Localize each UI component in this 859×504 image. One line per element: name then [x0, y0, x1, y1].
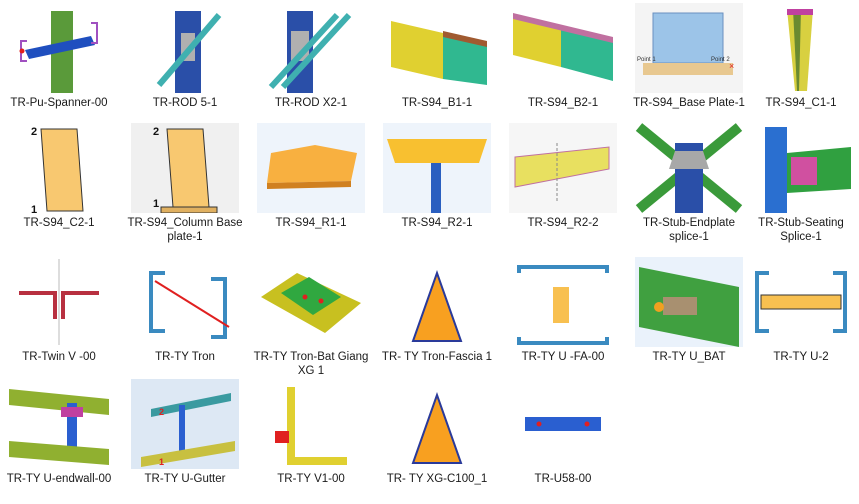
point1-label: Point 1: [637, 57, 656, 63]
thumbnail-item[interactable]: 2 1 TR-TY U-Gutter: [126, 376, 244, 504]
rafter-r2-icon: [383, 123, 491, 213]
thumbnail-item[interactable]: Point 1 Point 2 × TR-S94_Base Plate-1: [630, 0, 748, 128]
beam-b2-icon: [509, 3, 617, 93]
thumbnail-item[interactable]: TR-ROD 5-1: [126, 0, 244, 128]
thumbnail-item[interactable]: TR-S94_R2-1: [378, 120, 496, 248]
thumbnail-item[interactable]: TR-S94_B1-1: [378, 0, 496, 128]
item-label: TR- TY XG-C100_1: [386, 473, 488, 485]
item-label: TR-Twin V -00: [22, 351, 96, 363]
thumbnail-item[interactable]: TR-S94_R1-1: [252, 120, 370, 248]
xg-c100-icon: [383, 379, 491, 469]
item-label: TR-TY V1-00: [277, 473, 345, 485]
rod-icon: [131, 3, 239, 93]
item-label: TR-TY U-endwall-00: [6, 473, 112, 485]
rafter-r1-icon: [257, 123, 365, 213]
column-c1-icon: [747, 3, 855, 93]
thumbnail-item[interactable]: TR-TY U-2: [742, 254, 859, 382]
thumbnail-item[interactable]: TR-Stub-Seating Splice-1: [742, 120, 859, 248]
thumbnail-item[interactable]: 2 1 TR-S94_Column Base plate-1: [126, 120, 244, 248]
item-label: TR-TY U-2: [773, 351, 829, 363]
thumbnail-item[interactable]: TR-Pu-Spanner-00: [0, 0, 118, 128]
rafter-r2-2-icon: [509, 123, 617, 213]
item-label: TR-S94_B2-1: [527, 97, 599, 109]
ty-tron-bat-icon: [257, 257, 365, 347]
thumbnail-item[interactable]: TR-TY U_BAT: [630, 254, 748, 382]
item-label: TR-S94_R2-1: [401, 217, 473, 229]
item-label: TR-U58-00: [534, 473, 592, 485]
stub-seating-icon: [747, 123, 855, 213]
svg-text:2: 2: [153, 126, 159, 138]
ty-u-bat-icon: [635, 257, 743, 347]
item-label: TR-TY U-Gutter: [144, 473, 226, 485]
svg-text:2: 2: [159, 407, 164, 417]
thumbnail-item[interactable]: TR-ROD X2-1: [252, 0, 370, 128]
thumbnail-item[interactable]: TR-S94_B2-1: [504, 0, 622, 128]
svg-text:×: ×: [729, 61, 734, 71]
tron-fascia-icon: [383, 257, 491, 347]
point2-label: Point 2: [711, 57, 730, 63]
ty-tron-icon: [131, 257, 239, 347]
item-label: TR-TY U -FA-00: [521, 351, 605, 363]
ty-u-fa-icon: [509, 257, 617, 347]
thumbnail-item[interactable]: TR-TY Tron: [126, 254, 244, 382]
item-label: TR-S94_B1-1: [401, 97, 473, 109]
svg-text:1: 1: [159, 457, 164, 467]
thumbnail-item[interactable]: TR-S94_C1-1: [742, 0, 859, 128]
column-c2-icon: 2 1: [5, 123, 113, 213]
item-label: TR-S94_C2-1: [23, 217, 95, 229]
thumbnail-item[interactable]: TR-Stub-Endplate splice-1: [630, 120, 748, 248]
svg-text:1: 1: [153, 198, 159, 210]
ty-u-gutter-icon: 2 1: [131, 379, 239, 469]
item-label: TR-ROD X2-1: [274, 97, 348, 109]
thumbnail-item[interactable]: TR- TY XG-C100_1: [378, 376, 496, 504]
item-label: TR-S94_Base Plate-1: [633, 97, 745, 109]
thumbnail-item[interactable]: TR-TY U-endwall-00: [0, 376, 118, 504]
base-plate-icon: Point 1 Point 2 ×: [635, 3, 743, 93]
item-label: TR-Stub-Endplate splice-1: [642, 217, 736, 243]
thumbnail-item[interactable]: TR- TY Tron-Fascia 1: [378, 254, 496, 382]
item-label: TR-S94_Column Base plate-1: [127, 217, 243, 243]
item-label: TR-TY Tron-Bat Giang XG 1: [253, 351, 369, 377]
u58-icon: [509, 379, 617, 469]
item-label: TR-S94_R2-2: [527, 217, 599, 229]
item-label: TR-S94_C1-1: [765, 97, 837, 109]
svg-text:1: 1: [31, 204, 37, 213]
stub-endplate-icon: [635, 123, 743, 213]
rod-x2-icon: [257, 3, 365, 93]
twin-v-icon: [5, 257, 113, 347]
item-label: TR-Stub-Seating Splice-1: [758, 217, 844, 243]
ty-u-2-icon: [747, 257, 855, 347]
svg-text:2: 2: [31, 126, 37, 138]
ty-u-endwall-icon: [5, 379, 113, 469]
item-label: TR-TY Tron: [155, 351, 215, 363]
thumbnail-item[interactable]: TR-Twin V -00: [0, 254, 118, 382]
thumbnail-item[interactable]: TR-TY V1-00: [252, 376, 370, 504]
pu-spanner-icon: [5, 3, 113, 93]
item-label: TR-ROD 5-1: [152, 97, 218, 109]
thumbnail-item[interactable]: TR-TY Tron-Bat Giang XG 1: [252, 254, 370, 382]
item-label: TR-Pu-Spanner-00: [10, 97, 108, 109]
item-label: TR-TY U_BAT: [652, 351, 726, 363]
item-label: TR-S94_R1-1: [275, 217, 347, 229]
ty-v1-icon: [257, 379, 365, 469]
thumbnail-item[interactable]: TR-U58-00: [504, 376, 622, 504]
thumbnail-item[interactable]: TR-TY U -FA-00: [504, 254, 622, 382]
beam-b1-icon: [383, 3, 491, 93]
column-base-plate-icon: 2 1: [131, 123, 239, 213]
thumbnail-item[interactable]: TR-S94_R2-2: [504, 120, 622, 248]
thumbnail-item[interactable]: 2 1 TR-S94_C2-1: [0, 120, 118, 248]
item-label: TR- TY Tron-Fascia 1: [381, 351, 493, 363]
